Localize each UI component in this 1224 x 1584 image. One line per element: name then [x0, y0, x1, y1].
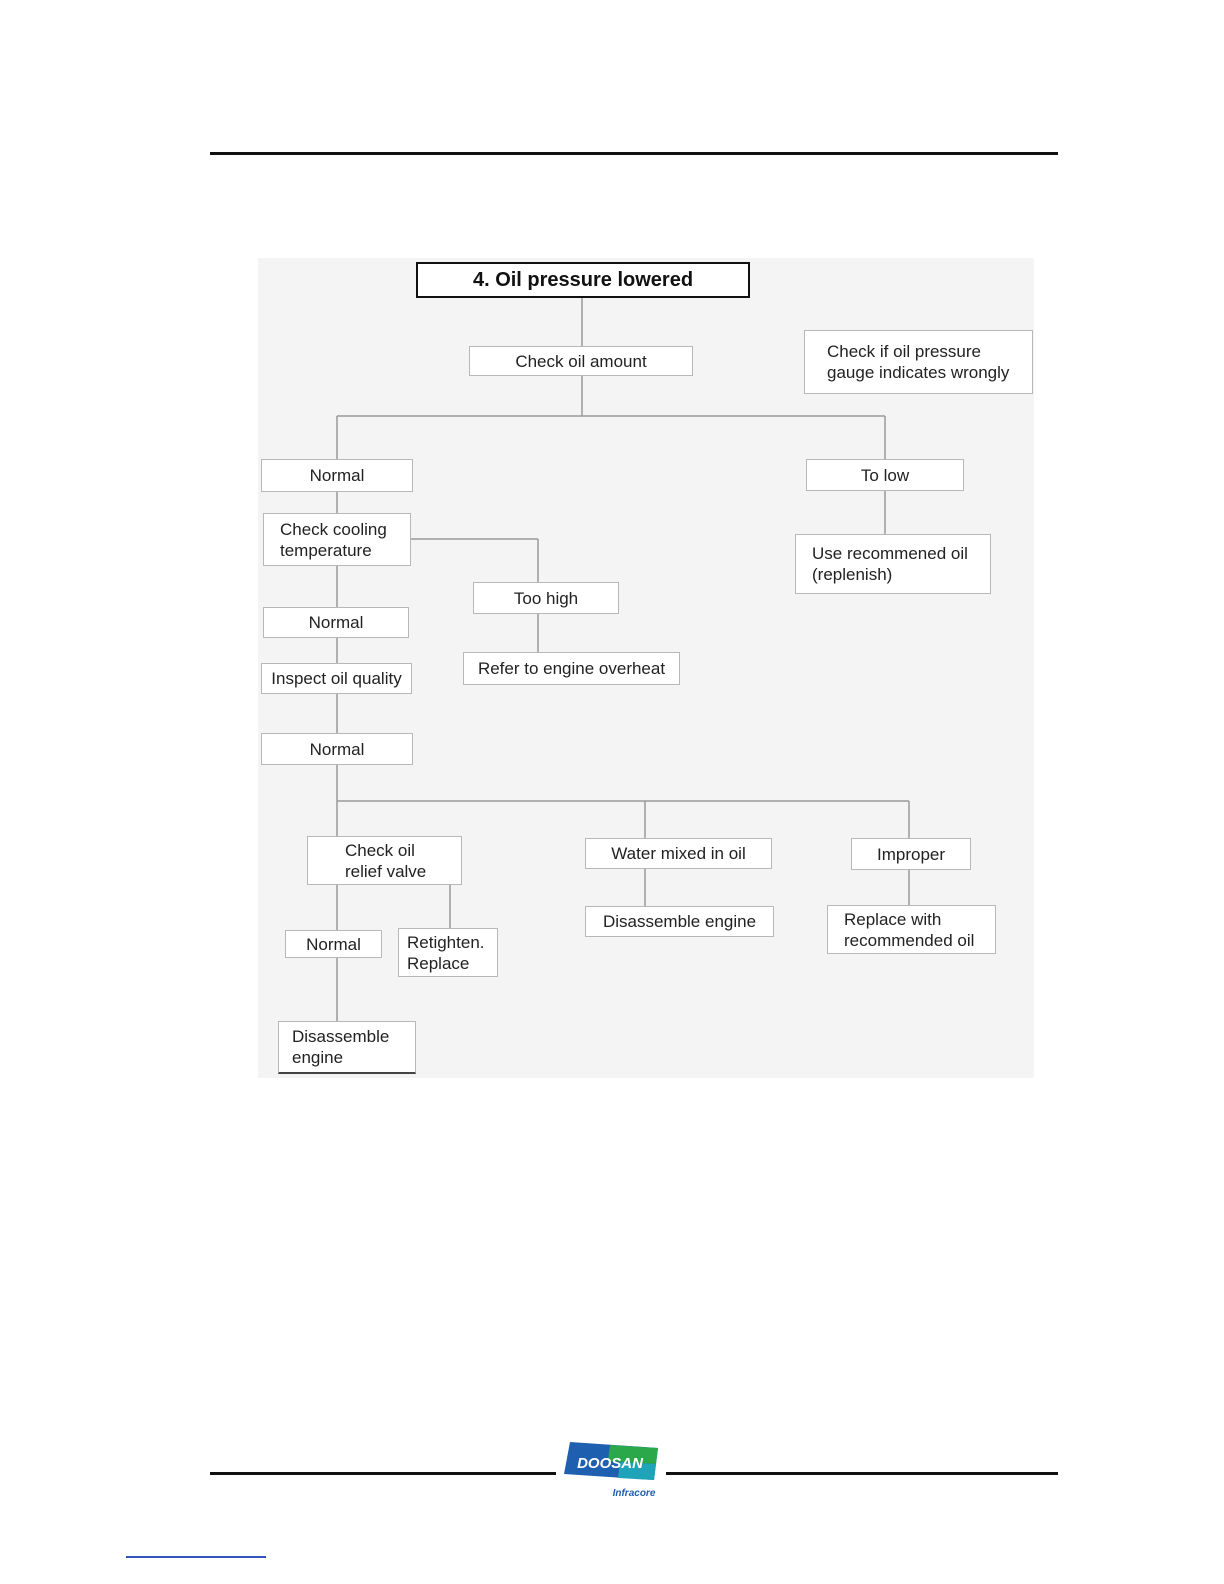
logo-sub-text: Infracore [613, 1488, 656, 1499]
replace-recommended-oil-step: Replace with recommended oil [827, 905, 996, 954]
footer-rule-left [210, 1472, 556, 1475]
check-cooling-temperature-step: Check cooling temperature [263, 513, 411, 566]
normal-oil-quality-result: Normal [261, 733, 413, 765]
normal-cooling-result: Normal [263, 607, 409, 638]
too-high-result: Too high [473, 582, 619, 614]
too-low-result: To low [806, 459, 964, 491]
normal-oil-amount-result: Normal [261, 459, 413, 492]
footnote-rule [126, 1556, 266, 1558]
use-recommended-oil-step: Use recommened oil (replenish) [795, 534, 991, 594]
improper-result: Improper [851, 838, 971, 870]
check-relief-valve-step: Check oil relief valve [307, 836, 462, 885]
check-gauge-step: Check if oil pressure gauge indicates wr… [804, 330, 1033, 394]
refer-engine-overheat-step: Refer to engine overheat [463, 652, 680, 685]
disassemble-engine-final-step: Disassemble engine [278, 1021, 416, 1074]
doosan-infracore-logo: DOOSAN Infracore [560, 1442, 670, 1502]
check-oil-amount-step: Check oil amount [469, 346, 693, 376]
inspect-oil-quality-step: Inspect oil quality [261, 663, 412, 694]
retighten-replace-step: Retighten. Replace [398, 928, 498, 977]
footer-rule-right [666, 1472, 1058, 1475]
header-rule [210, 152, 1058, 155]
logo-brand-text: DOOSAN [577, 1455, 644, 1472]
flowchart-title: 4. Oil pressure lowered [416, 262, 750, 298]
normal-relief-valve-result: Normal [285, 930, 382, 958]
disassemble-engine-water-step: Disassemble engine [585, 906, 774, 937]
water-mixed-in-oil-result: Water mixed in oil [585, 838, 772, 869]
